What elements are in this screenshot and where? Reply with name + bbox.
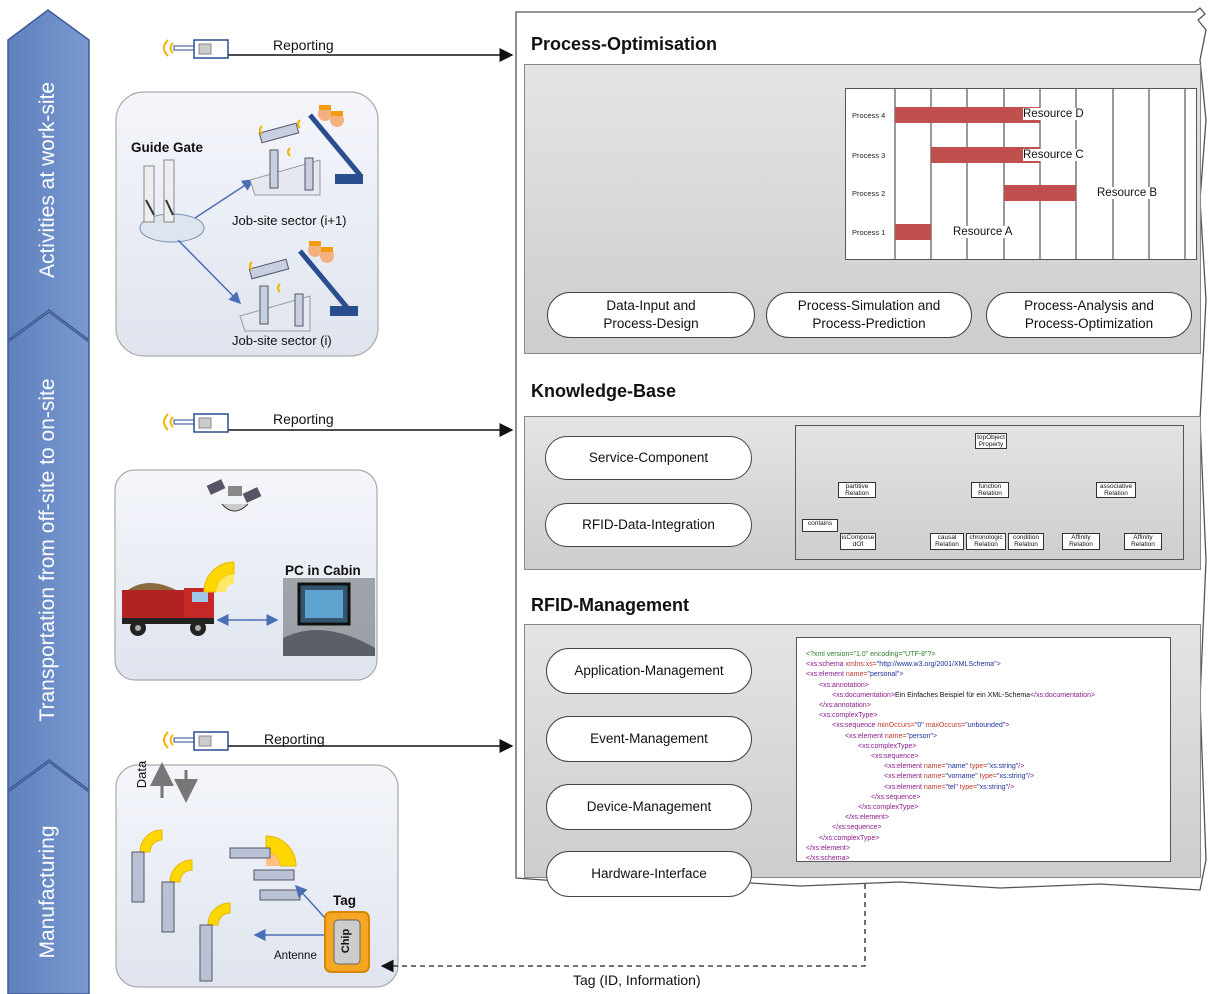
tree-node-iscomposedof: isCompose dOf bbox=[840, 533, 876, 550]
gantt-bar-process-3 bbox=[931, 147, 1040, 163]
xml-line: <xs:schema xmlns:xs="http://www.w3.org/2… bbox=[806, 661, 1001, 669]
xml-line: <xs:element name="name" type="xs:string"… bbox=[884, 763, 1025, 771]
tree-node-condition: condition Relation bbox=[1008, 533, 1044, 550]
sector-upper-label: Job-site sector (i+1) bbox=[232, 213, 347, 228]
antenne-label: Antenne bbox=[274, 950, 317, 962]
rfid-reader-icon-3 bbox=[163, 731, 229, 751]
title-knowledge-base: Knowledge-Base bbox=[531, 381, 677, 401]
phase-arrow-transport bbox=[7, 311, 90, 792]
data-label: Data bbox=[134, 760, 150, 789]
xml-line: </xs:schema> bbox=[806, 855, 850, 863]
tree-node-associative: associative Relation bbox=[1096, 482, 1136, 498]
xml-line: <xs:complexType> bbox=[858, 742, 917, 750]
sector-lower-label: Job-site sector (i) bbox=[232, 333, 332, 348]
title-process-optimisation: Process-Optimisation bbox=[531, 34, 718, 54]
tag-info-dashed-arrow bbox=[380, 884, 866, 973]
gantt-row-label-4: Process 1 bbox=[852, 228, 886, 237]
gantt-bar-process-1 bbox=[895, 224, 931, 240]
phase-arrow-work-site bbox=[7, 9, 90, 342]
phase-label-work-site: Activities at work-site bbox=[36, 81, 59, 279]
phase-arrows bbox=[7, 9, 90, 994]
xml-line: </xs:complexType> bbox=[858, 804, 919, 812]
jobsite-sector-lower-icon bbox=[239, 241, 358, 332]
reporting-label-1: Reporting bbox=[273, 37, 334, 53]
jobsite-sector-upper-icon bbox=[249, 105, 363, 196]
gantt-chart: Process 4 Process 3 Process 2 Process 1 … bbox=[845, 88, 1197, 260]
pill-event-management[interactable]: Event-Management bbox=[546, 716, 752, 762]
pill-process-analysis-optimization[interactable]: Process-Analysis and Process-Optimizatio… bbox=[986, 292, 1192, 338]
tree-node-causal: causal Relation bbox=[930, 533, 964, 550]
title-rfid-management: RFID-Management bbox=[531, 595, 690, 615]
ontology-tree-panel bbox=[795, 425, 1184, 560]
pill-device-management[interactable]: Device-Management bbox=[546, 784, 752, 830]
xml-line: <xs:element name="tel" type="xs:string"/… bbox=[884, 783, 1015, 791]
pill-service-component[interactable]: Service-Component bbox=[545, 436, 752, 480]
rfid-reader-icon-1 bbox=[163, 39, 229, 59]
tree-node-function: function Relation bbox=[971, 482, 1009, 498]
pill-data-input-process-design[interactable]: Data-Input and Process-Design bbox=[547, 292, 755, 338]
gantt-row-label-3: Process 2 bbox=[852, 189, 886, 198]
gantt-grid bbox=[894, 89, 1186, 259]
tree-node-contains: contains bbox=[802, 519, 838, 532]
xml-line: <xs:sequence minOccurs="0" maxOccurs="un… bbox=[832, 722, 1010, 730]
xml-line: </xs:sequence> bbox=[832, 824, 882, 832]
xml-line: <xs:documentation>Ein Einfaches Beispiel… bbox=[832, 691, 1096, 699]
pill-application-management[interactable]: Application-Management bbox=[546, 648, 752, 694]
xml-line: <?xml version="1.0" encoding="UTF-8"?> bbox=[806, 651, 936, 658]
gantt-bar-process-4 bbox=[895, 107, 1040, 123]
guide-gate-icon bbox=[139, 159, 205, 243]
wifi-signal-icon-truck bbox=[203, 561, 235, 593]
phase-label-manufacturing: Manufacturing bbox=[36, 825, 59, 959]
xml-line: </xs:element> bbox=[845, 814, 889, 822]
guide-gate-label: Guide Gate bbox=[131, 140, 204, 155]
tag-info-label: Tag (ID, Information) bbox=[573, 972, 701, 988]
xml-line: <xs:element name="vorname" type="xs:stri… bbox=[884, 773, 1035, 781]
pill-rfid-data-integration[interactable]: RFID-Data-Integration bbox=[545, 503, 752, 547]
reporting-label-2: Reporting bbox=[273, 411, 334, 427]
tree-node-root: topObject Property bbox=[975, 433, 1007, 449]
phase-arrow-manufacturing bbox=[7, 761, 90, 994]
cabin-pc-photo bbox=[283, 578, 375, 656]
resource-label-a: Resource A bbox=[953, 226, 1013, 238]
xml-line: </xs:annotation> bbox=[819, 702, 871, 710]
reporting-label-3: Reporting bbox=[264, 731, 325, 747]
xml-line: <xs:element name="personal"> bbox=[806, 671, 904, 679]
resource-label-d: Resource D bbox=[1023, 108, 1084, 120]
tree-node-chronologic: chronologic Relation bbox=[966, 533, 1006, 550]
satellite-icon bbox=[206, 479, 262, 512]
truck-icon bbox=[122, 583, 214, 636]
resource-label-c: Resource C bbox=[1023, 149, 1084, 161]
rfid-reader-icon-2 bbox=[163, 413, 229, 433]
tree-node-affinity-2: Affinity Relation bbox=[1124, 533, 1162, 550]
xml-line: <xs:annotation> bbox=[819, 681, 869, 689]
pc-in-cabin-label: PC in Cabin bbox=[285, 563, 361, 578]
pill-process-simulation-prediction[interactable]: Process-Simulation and Process-Predictio… bbox=[766, 292, 972, 338]
pill-hardware-interface[interactable]: Hardware-Interface bbox=[546, 851, 752, 897]
xml-line: <xs:complexType> bbox=[819, 712, 878, 720]
gantt-row-label-1: Process 4 bbox=[852, 111, 886, 120]
tree-node-affinity-1: Affinity Relation bbox=[1062, 533, 1100, 550]
xml-schema-code: <?xml version="1.0" encoding="UTF-8"?> <x… bbox=[806, 650, 1095, 864]
manufacturing-reader-icons bbox=[131, 829, 301, 982]
phase-label-transport: Transportation from off-site to on-site bbox=[36, 378, 59, 722]
tree-node-partitive: partitive Relation bbox=[838, 482, 876, 498]
xml-line: <xs:sequence> bbox=[871, 753, 919, 761]
resource-label-b: Resource B bbox=[1097, 187, 1158, 199]
xml-line: </xs:sequence> bbox=[871, 793, 921, 801]
chip-label: Chip bbox=[340, 928, 353, 954]
gantt-row-label-2: Process 3 bbox=[852, 151, 886, 160]
xml-line: </xs:element> bbox=[806, 844, 850, 852]
xml-line: <xs:element name="person"> bbox=[845, 732, 937, 740]
tag-label: Tag bbox=[333, 893, 356, 908]
xml-line: </xs:complexType> bbox=[819, 834, 880, 842]
gantt-bar-process-2 bbox=[1004, 185, 1076, 201]
xml-schema-panel bbox=[796, 637, 1171, 862]
